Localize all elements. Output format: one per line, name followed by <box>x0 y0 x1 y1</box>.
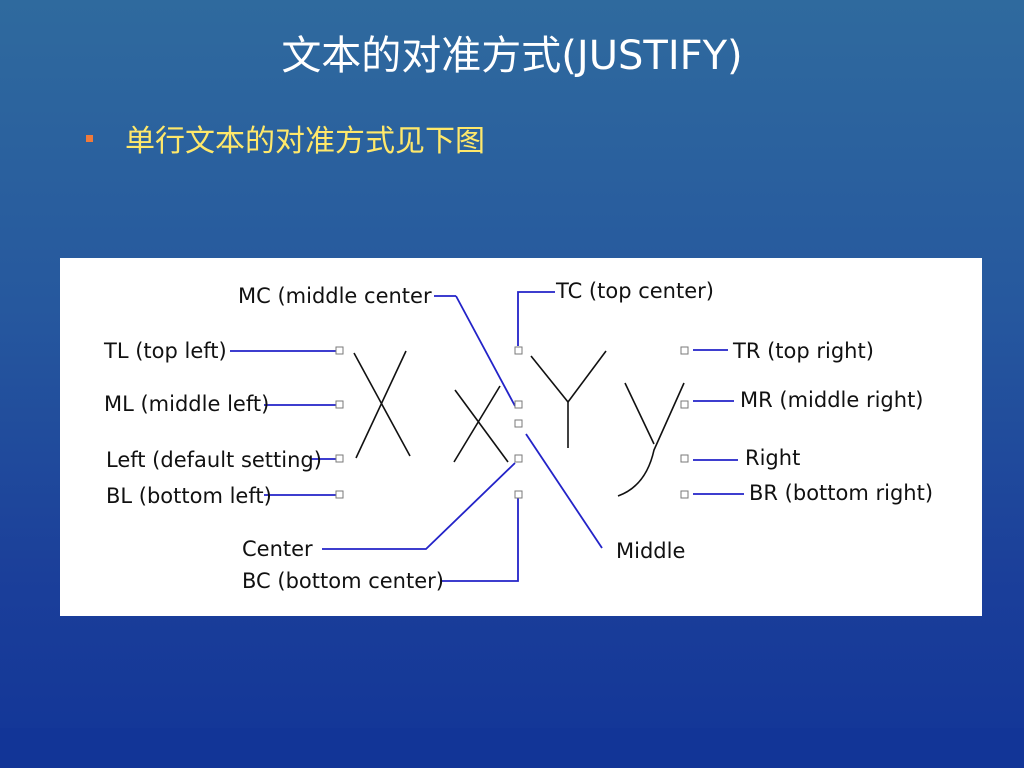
label-left: Left (default setting) <box>106 448 322 472</box>
connector-mc-diag <box>455 295 516 407</box>
label-center: Center <box>242 537 313 561</box>
justify-diagram: MC (middle center TC (top center) TL (to… <box>60 258 982 616</box>
glyph-y1-stroke-a <box>530 355 569 403</box>
label-middle: Middle <box>616 539 685 563</box>
anchor-tc <box>514 346 523 355</box>
anchor-middle <box>514 419 523 428</box>
connector-bc <box>440 498 519 582</box>
anchor-right <box>680 454 689 463</box>
anchor-bl <box>335 490 344 499</box>
anchor-ml <box>335 400 344 409</box>
glyph-x1-stroke-a <box>353 352 411 457</box>
label-mc: MC (middle center <box>238 284 432 308</box>
footer-band <box>0 728 1024 768</box>
anchor-bc <box>514 490 523 499</box>
anchor-tr <box>680 346 689 355</box>
bullet-text: 单行文本的对准方式见下图 <box>125 124 485 159</box>
glyph-x1-stroke-b <box>355 350 407 459</box>
anchor-tl <box>335 346 344 355</box>
label-mr: MR (middle right) <box>740 388 924 412</box>
justify-diagram-svg: MC (middle center TC (top center) TL (to… <box>103 279 933 593</box>
label-right: Right <box>745 446 800 470</box>
label-tr: TR (top right) <box>732 339 874 363</box>
label-bc: BC (bottom center) <box>242 569 444 593</box>
slide-title: 文本的对准方式(JUSTIFY) <box>281 33 743 79</box>
glyph-y2-stroke-b <box>617 382 685 497</box>
connector-middle <box>525 433 603 549</box>
anchor-mr <box>680 400 689 409</box>
label-tl: TL (top left) <box>103 339 227 363</box>
anchor-center <box>514 454 523 463</box>
label-tc: TC (top center) <box>555 279 714 303</box>
anchor-mc <box>514 400 523 409</box>
anchor-br <box>680 490 689 499</box>
glyph-y2-stroke-a <box>624 382 655 445</box>
label-bl: BL (bottom left) <box>106 484 272 508</box>
label-ml: ML (middle left) <box>104 392 269 416</box>
anchor-left <box>335 454 344 463</box>
connector-tc <box>517 291 555 346</box>
glyph-x2-stroke-a <box>454 389 509 463</box>
glyph-y1-stroke-b <box>567 350 607 403</box>
glyph-x2-stroke-b <box>453 385 501 463</box>
connector-center <box>322 462 516 550</box>
bullet-item: 单行文本的对准方式见下图 <box>86 118 485 159</box>
label-br: BR (bottom right) <box>749 481 933 505</box>
bullet-marker <box>86 134 93 142</box>
